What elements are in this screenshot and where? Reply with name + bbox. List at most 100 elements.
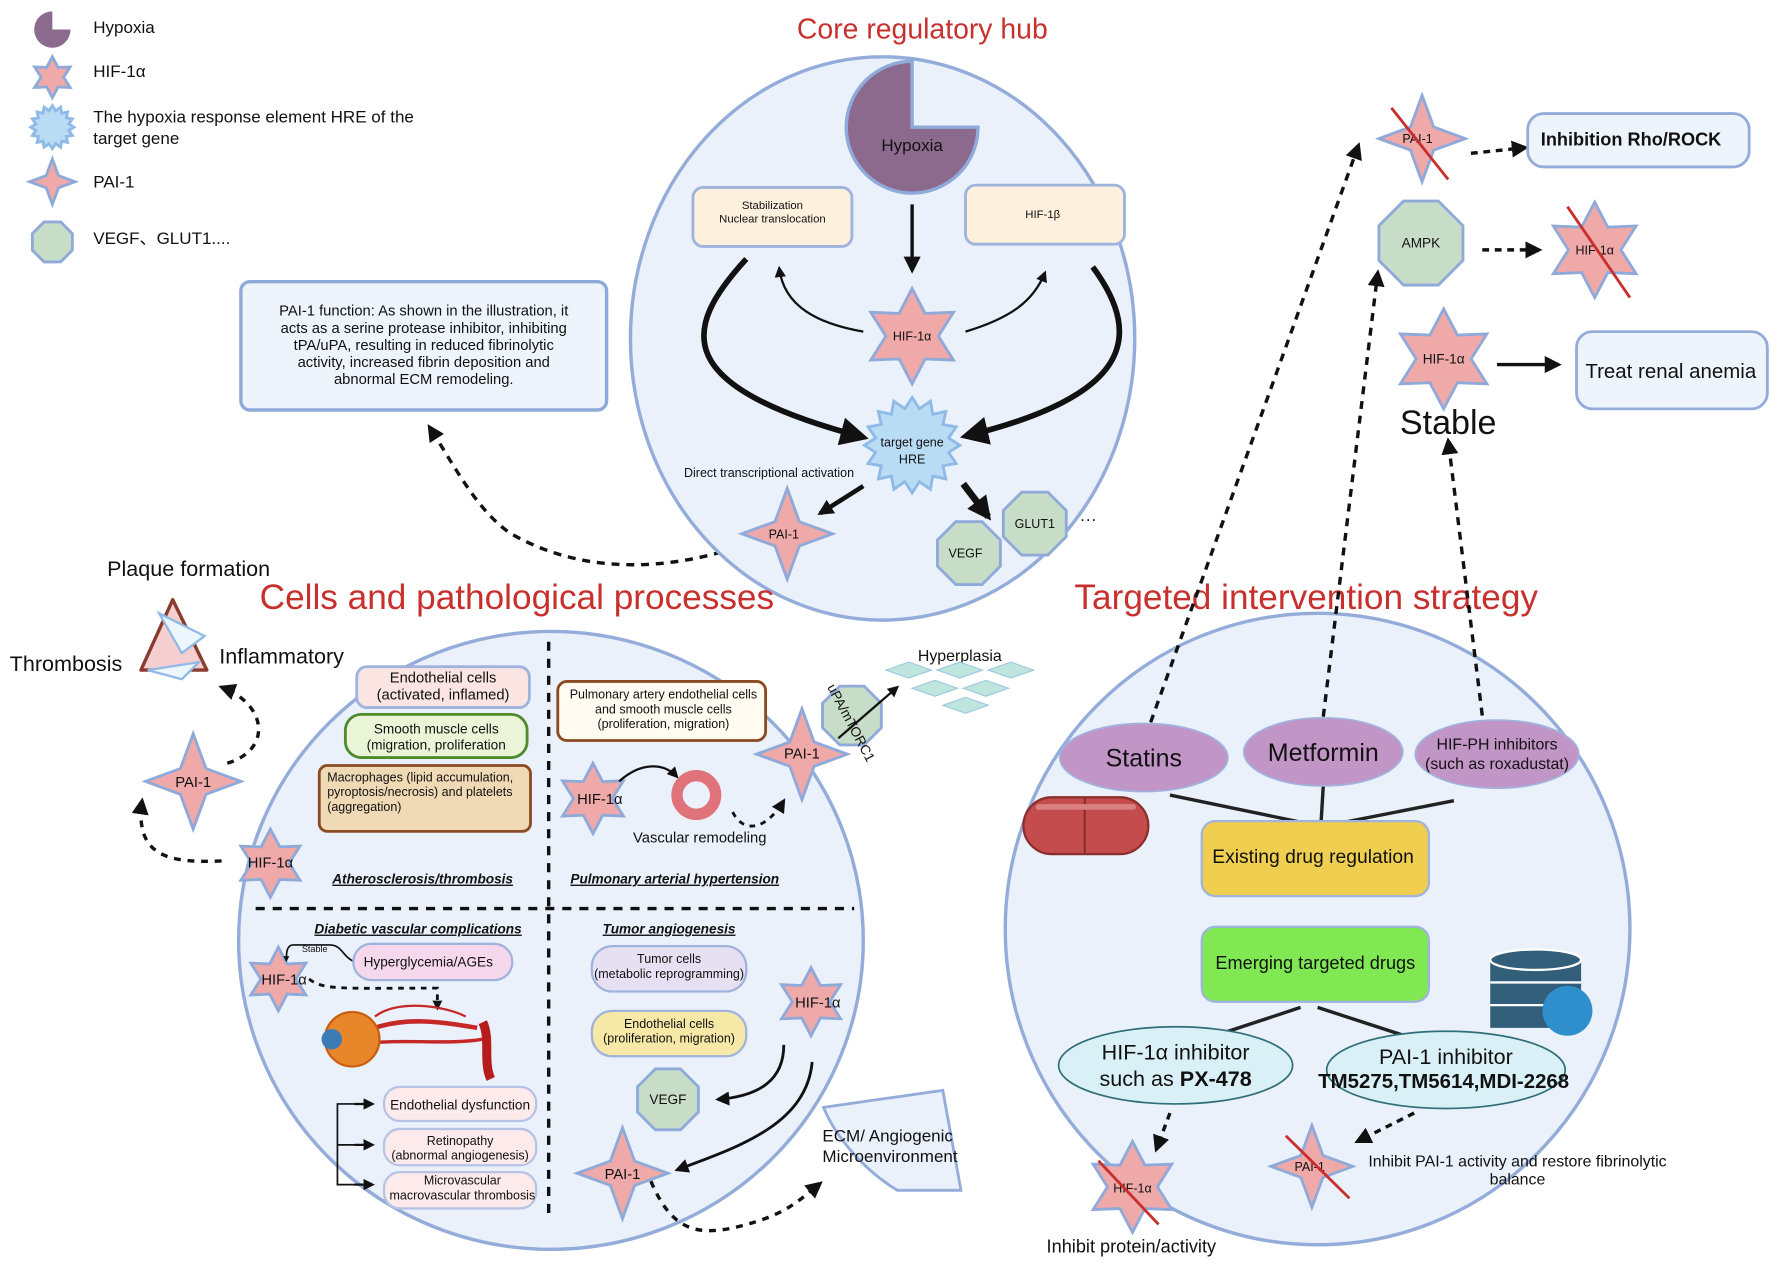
vegf-icon xyxy=(936,520,1002,586)
inhibit-protein-label: Inhibit protein/activity xyxy=(1047,1237,1217,1257)
statins-label: Statins xyxy=(1106,745,1182,773)
vascular-remodeling-label: Vascular remodeling xyxy=(633,831,766,847)
pai-1-inhibited-icon xyxy=(1374,91,1470,186)
hif1b-label: HIF-1β xyxy=(1025,209,1060,221)
pai-1-icon xyxy=(752,704,852,804)
hre-icon xyxy=(861,394,963,496)
legend-vegf: VEGF、GLUT1.... xyxy=(93,229,230,248)
pai-function-line: activity, increased fibrin deposition an… xyxy=(298,355,550,371)
hub-hif-label: HIF-1α xyxy=(893,330,931,344)
cross-mark xyxy=(1284,1134,1351,1200)
tumor-heading: Tumor angiogenesis xyxy=(603,922,736,937)
octagon-legend-icon xyxy=(30,220,74,264)
px478-label: PX-478 xyxy=(1180,1066,1252,1091)
hypoxia-legend-icon xyxy=(34,11,71,48)
plaque-formation-label: Plaque formation xyxy=(107,556,270,581)
tumor-vegf-label: VEGF xyxy=(649,1092,686,1107)
cross-mark xyxy=(1390,107,1450,181)
core-hub: Core regulatory hub Hypoxia Stabilizatio… xyxy=(628,14,1137,622)
vessel-ring-icon xyxy=(671,770,722,821)
legend-hif: HIF-1α xyxy=(93,62,146,81)
intervention-panel: Statins Metformin HIF-PH inhibitors (suc… xyxy=(1003,142,1632,1247)
hif-inhibitor-sub: such as PX-478 xyxy=(1100,1066,1252,1091)
pah-hif-label: HIF-1α xyxy=(577,792,623,808)
pah-pai-label: PAI-1 xyxy=(784,747,820,763)
hif-1a-icon xyxy=(868,285,957,387)
atherosclerosis-heading: Atherosclerosis/thrombosis xyxy=(331,872,513,887)
diabetic-heading: Diabetic vascular complications xyxy=(314,922,522,937)
pai-function-line: acts as a serine protease inhibitor, inh… xyxy=(281,321,567,337)
microvascular-label: Microvascular xyxy=(424,1174,501,1188)
smc-label: Smooth muscle cells xyxy=(374,722,499,737)
restore-sub: balance xyxy=(1490,1172,1546,1189)
stable-label: Stable xyxy=(1400,404,1497,442)
macrophage-line: pyroptosis/necrosis) and platelets xyxy=(327,785,512,799)
hyperplasia-cells-icon xyxy=(884,661,1036,714)
vegf-icon xyxy=(636,1067,700,1132)
hub-hypoxia-label: Hypoxia xyxy=(881,136,943,155)
plaque-cycle-icon xyxy=(139,597,209,681)
ampk-hif-label: HIF-1α xyxy=(1575,243,1613,257)
hif-ph-sub: (such as roxadustat) xyxy=(1425,756,1569,773)
hif-legend-icon xyxy=(31,53,73,101)
eye-vessel-illustration xyxy=(321,1004,496,1081)
hub-glut1-label: GLUT1 xyxy=(1015,517,1055,531)
legend-hre-1: The hypoxia response element HRE of the xyxy=(93,108,414,127)
stabilization-label: Stabilization xyxy=(742,200,803,212)
legend-hypoxia: Hypoxia xyxy=(93,18,155,37)
glut1-icon xyxy=(1001,490,1068,557)
pah-heading: Pulmonary arterial hypertension xyxy=(570,872,779,887)
endothelial-cells-label: Endothelial cells xyxy=(624,1017,714,1031)
emerging-drugs-label: Emerging targeted drugs xyxy=(1215,953,1415,973)
retinopathy-sub: (abnormal angiogenesis) xyxy=(391,1149,528,1163)
hif-ph-node xyxy=(1414,719,1580,790)
dotted-arrow xyxy=(427,424,751,567)
restore-label: Inhibit PAI-1 activity and restore fibri… xyxy=(1368,1153,1666,1170)
pai-1-inhibited-icon xyxy=(1266,1121,1357,1212)
hif-1a-inhibited-icon xyxy=(1550,199,1639,301)
pulmonary-line: (proliferation, migration) xyxy=(597,717,729,731)
endothelial-cells-sub: (proliferation, migration) xyxy=(603,1032,735,1046)
hif-1a-icon xyxy=(238,826,303,901)
hif-ph-label: HIF-PH inhibitors xyxy=(1437,737,1558,754)
upa-mtorc1-icon xyxy=(821,684,883,747)
cells-panel: Endothelial cells (activated, inflamed) … xyxy=(236,629,1036,1252)
pai-function-line: tPA/uPA, resulting in reduced fibrinolyt… xyxy=(294,338,554,354)
pai-1-icon xyxy=(572,1123,673,1223)
hre-label: HRE xyxy=(899,452,925,466)
hif-1a-stable-icon xyxy=(1397,305,1490,412)
ellipsis: ··· xyxy=(1080,510,1097,529)
existing-drug-label: Existing drug regulation xyxy=(1212,847,1414,868)
tumor-hif-label: HIF-1α xyxy=(795,995,841,1011)
stable-hif-label: HIF-1α xyxy=(1423,351,1465,366)
pai-legend-icon xyxy=(25,154,80,209)
target-gene-label: target gene xyxy=(881,435,944,449)
nuclear-translocation-label: Nuclear translocation xyxy=(719,214,826,226)
ecm-label: ECM/ Angiogenic xyxy=(822,1126,953,1145)
rho-rock-label: Inhibition Rho/ROCK xyxy=(1541,129,1722,149)
legend-hre-2: target gene xyxy=(93,129,179,148)
ampk-icon xyxy=(1377,199,1465,287)
inhibited-pai-label: PAI-1 xyxy=(1294,1160,1324,1174)
hre-legend-icon xyxy=(28,103,77,152)
pai-1-icon xyxy=(737,484,837,584)
metformin-node xyxy=(1242,716,1404,787)
pai-1-icon xyxy=(141,729,245,834)
cells-title: Cells and pathological processes xyxy=(260,578,774,617)
stable-small-label: Stable xyxy=(302,944,328,954)
hyperglycemia-label: Hyperglycemia/AGEs xyxy=(364,955,494,970)
smc-sub: (migration, proliferation xyxy=(367,738,506,753)
pulmonary-line: and smooth muscle cells xyxy=(595,702,732,716)
hif-1a-icon xyxy=(248,944,309,1014)
statins-button xyxy=(1058,722,1229,793)
core-title: Core regulatory hub xyxy=(797,14,1048,46)
hif-1a-icon xyxy=(778,964,844,1039)
hif-inhibitor-prefix: such as xyxy=(1100,1066,1180,1091)
diabetic-hif-label: HIF-1α xyxy=(261,973,307,989)
pill-icon xyxy=(1022,796,1150,856)
endothelial-label: Endothelial cells xyxy=(390,671,497,687)
database-ai-icon xyxy=(1489,948,1593,1036)
endothelial-dysfunction-label: Endothelial dysfunction xyxy=(390,1098,530,1113)
metformin-label: Metformin xyxy=(1268,739,1379,767)
